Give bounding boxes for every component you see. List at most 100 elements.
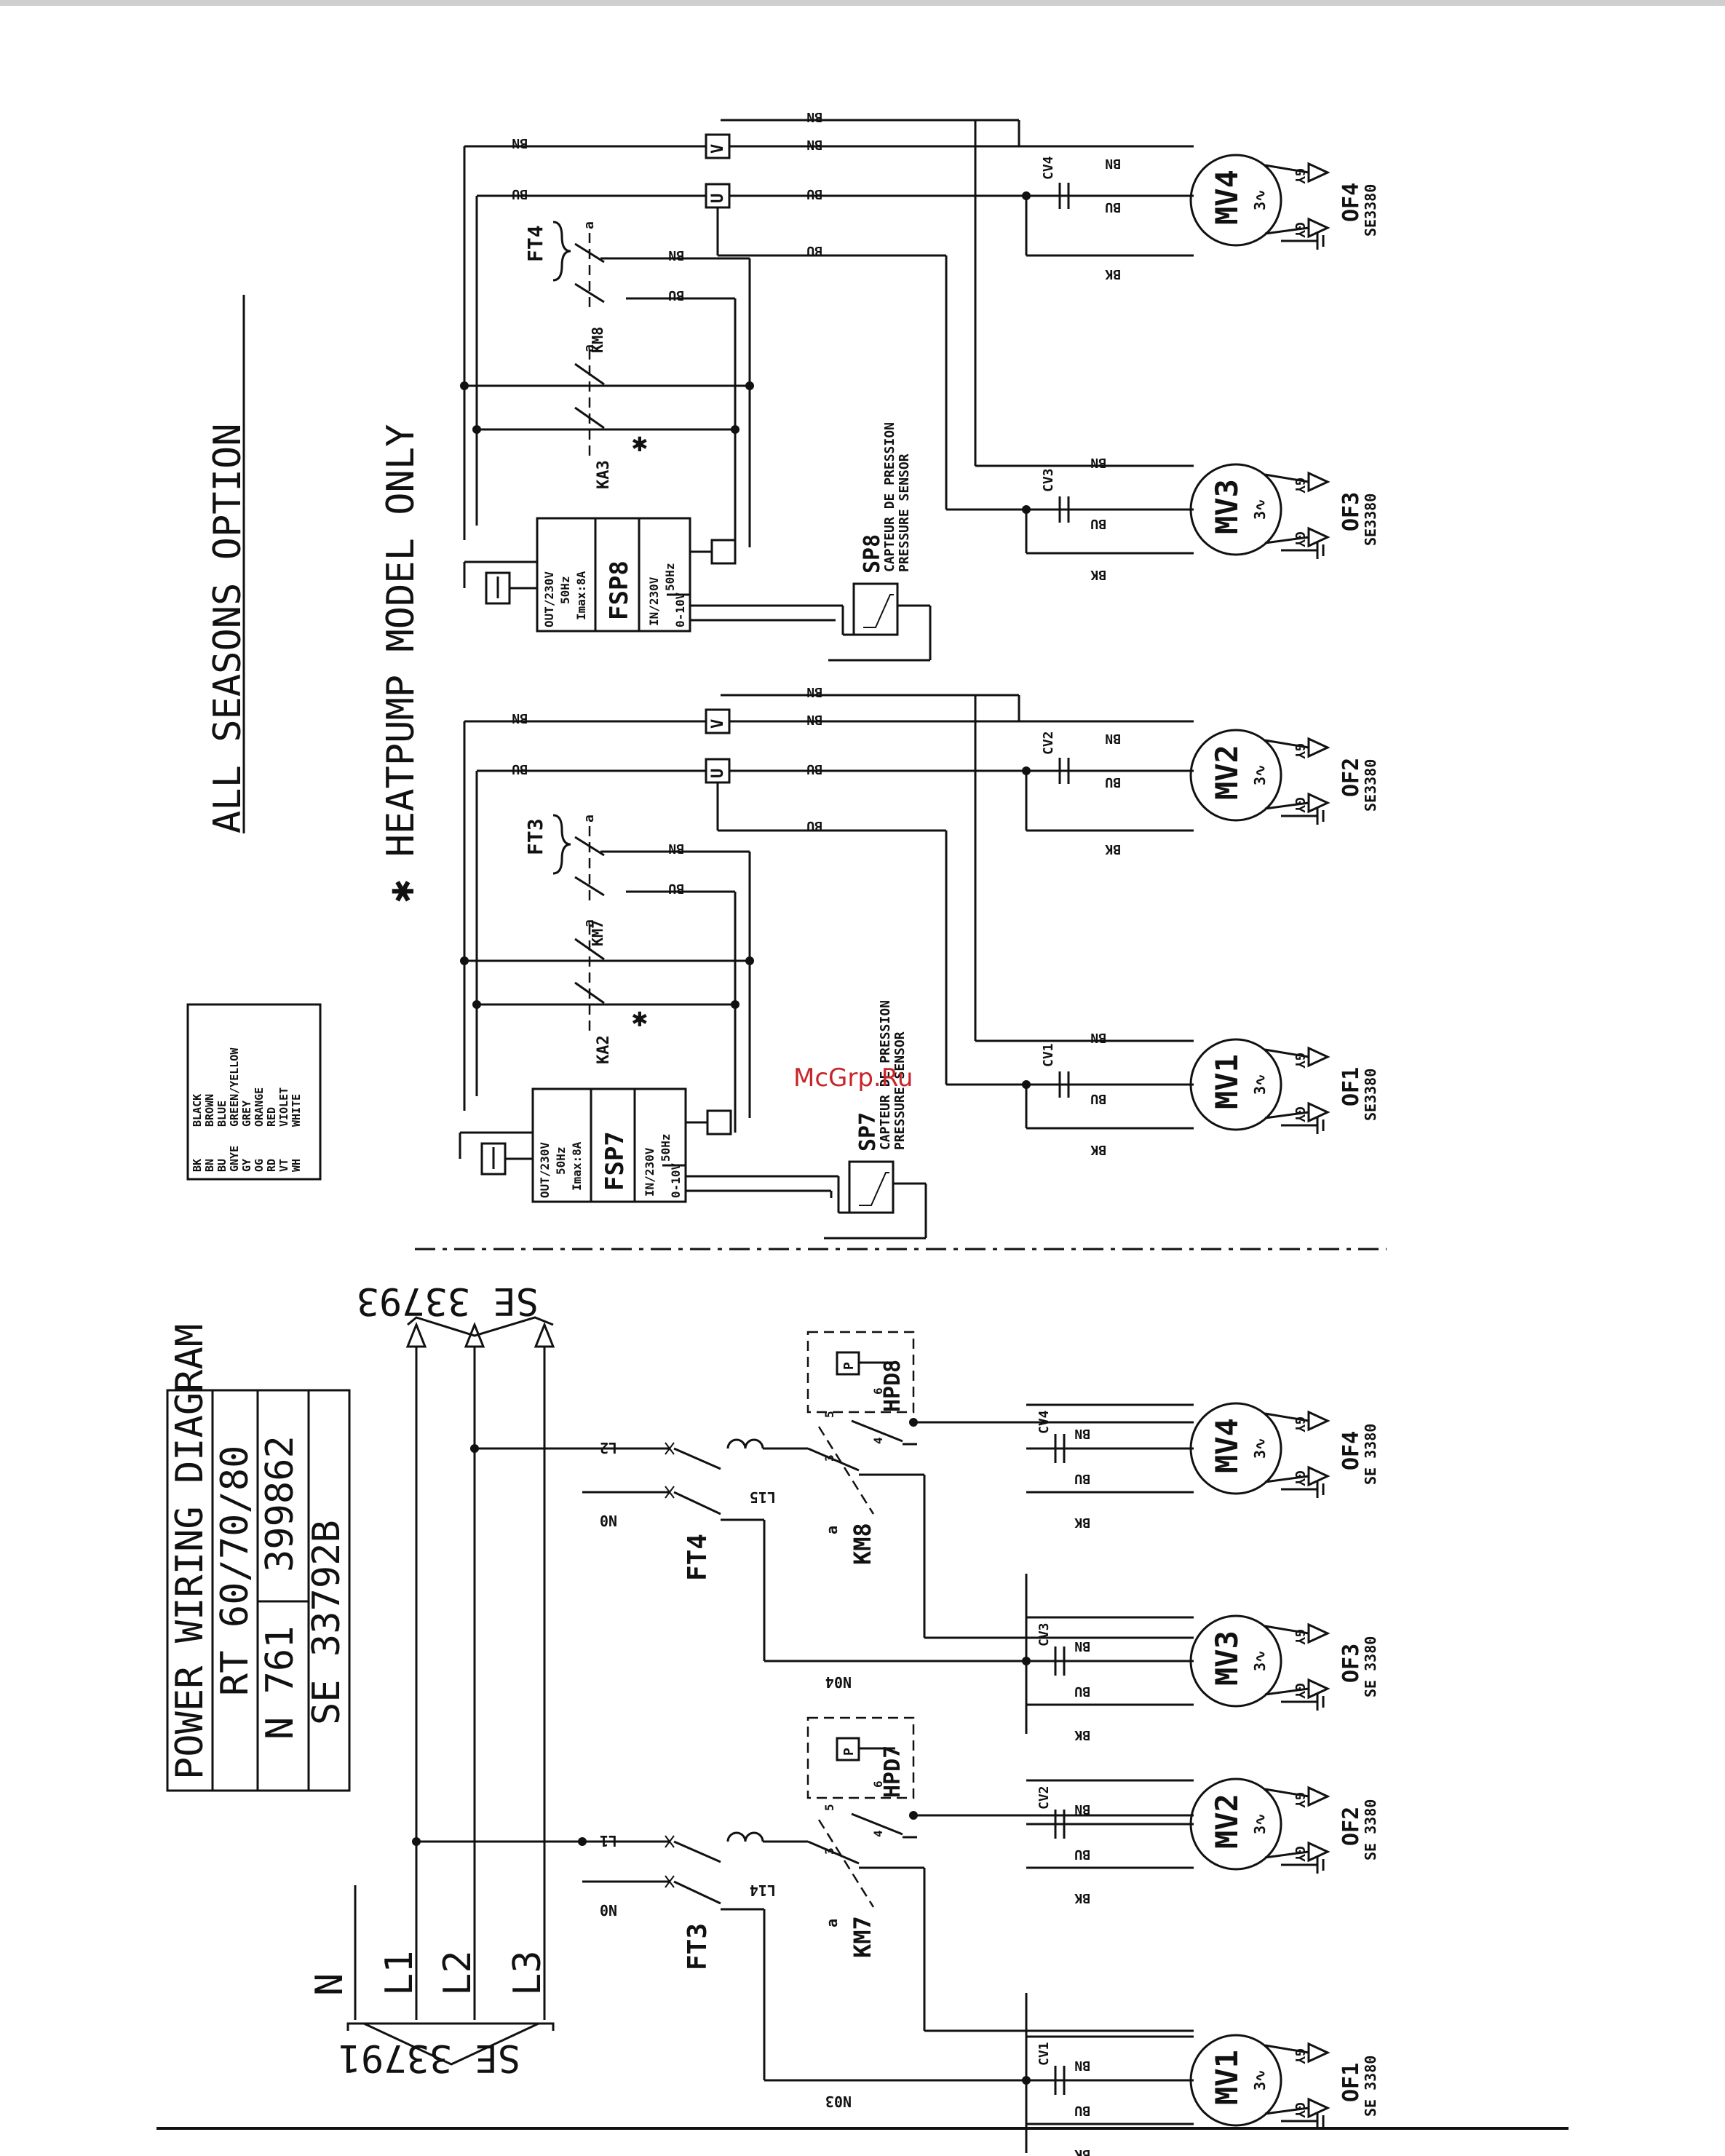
wire-colour-label: BN bbox=[806, 684, 822, 699]
contact-a-label-group: a bbox=[582, 344, 597, 352]
terminal-u-label-group: U bbox=[709, 194, 727, 203]
wire-colour-label-group: BN bbox=[806, 109, 822, 124]
legend-colour-name: GREY bbox=[240, 1101, 253, 1127]
arrow-head bbox=[1307, 2042, 1331, 2064]
overload-label-group: OF1 bbox=[1339, 2063, 1364, 2102]
contactor-label-group: KM7 bbox=[589, 920, 606, 946]
line-label: L2 bbox=[600, 1439, 617, 1457]
wire-colour-label-group: BN bbox=[806, 712, 822, 727]
terminal-number: 3 bbox=[822, 1847, 836, 1855]
heatpump-note-group: ✱ HEATPUMP MODEL ONLY bbox=[379, 424, 423, 903]
legend-colour-name-group: GREY bbox=[240, 1101, 253, 1127]
fsp-hz-label-group: 50Hz bbox=[554, 1146, 568, 1175]
wire-colour-label: BK bbox=[1105, 841, 1121, 857]
terminal-number-group: 5 bbox=[822, 1804, 836, 1811]
wire-colour-label-group: BU bbox=[1105, 774, 1121, 790]
contact-a-label: a bbox=[823, 1919, 841, 1927]
gy-label-group: GY bbox=[1292, 1792, 1307, 1808]
wire-colour-label-group: BN bbox=[1105, 156, 1121, 171]
motor-phase-label-group: 3∿ bbox=[1251, 1074, 1269, 1095]
wire bbox=[1264, 1625, 1309, 1635]
wire bbox=[1264, 2044, 1309, 2054]
gy-label-group: GY bbox=[1292, 1683, 1307, 1699]
wire-colour-label-group: BN bbox=[1074, 1802, 1090, 1817]
coil-label: L14 bbox=[750, 1882, 776, 1899]
junction-dot bbox=[745, 956, 754, 965]
gy-label-group: GY bbox=[1292, 1106, 1307, 1122]
hpd-label: HPD7 bbox=[880, 1745, 905, 1798]
fsp-out-label-group: OUT/230V bbox=[542, 571, 556, 627]
ft-brace bbox=[552, 221, 571, 282]
n0-label: N0 bbox=[600, 1512, 617, 1529]
title-line1: POWER WIRING DIAGRAM bbox=[168, 1324, 212, 1780]
capacitor-label-group: CV1 bbox=[1036, 2042, 1052, 2066]
junction-dot bbox=[731, 1000, 739, 1009]
legend-code-group: BN bbox=[203, 1159, 216, 1172]
ft-contact bbox=[673, 1447, 721, 1470]
fsp-hz-label: 50Hz bbox=[558, 576, 572, 604]
heatpump-star: ✱ bbox=[632, 428, 648, 458]
arrow-head bbox=[1307, 2097, 1331, 2119]
wire-colour-label: BU bbox=[668, 881, 684, 896]
wire-colour-label: BK bbox=[1090, 567, 1106, 582]
wire bbox=[1264, 1475, 1309, 1483]
thermal-relay-label: FT3 bbox=[523, 818, 547, 855]
legend-code: GY bbox=[240, 1159, 253, 1172]
terminal-number: 6 bbox=[871, 1780, 885, 1788]
wire-colour-label-group: BU bbox=[806, 243, 822, 258]
pressure-sensor-label: SP7 bbox=[855, 1112, 881, 1152]
title-part-number: 399862 bbox=[258, 1435, 302, 1572]
wire bbox=[1264, 164, 1309, 174]
wire-colour-label-group: BN bbox=[1074, 2058, 1090, 2073]
contact-a-label: a bbox=[823, 1526, 841, 1534]
mechanical-link bbox=[817, 1819, 875, 1908]
legend-code: VT bbox=[277, 1159, 290, 1172]
legend-code-group: OG bbox=[253, 1159, 266, 1172]
schema-ref-label-group: SE3380 bbox=[1362, 494, 1379, 546]
legend-code: BK bbox=[191, 1159, 204, 1172]
arrow-head bbox=[1307, 1101, 1331, 1123]
coil-symbol bbox=[726, 1438, 764, 1449]
wire-colour-label: BU bbox=[1074, 1684, 1090, 1699]
gy-label: GY bbox=[1292, 1792, 1307, 1808]
gy-label-group: GY bbox=[1292, 1846, 1307, 1862]
wire-colour-label-group: BU bbox=[668, 881, 684, 896]
thermal-relay-label: FT4 bbox=[683, 1534, 713, 1581]
wire-colour-label: BK bbox=[1074, 1890, 1090, 1906]
motor-phase-label: 3∿ bbox=[1251, 2069, 1269, 2090]
wire-colour-label-group: BU bbox=[1105, 199, 1121, 215]
contactor-label: KM7 bbox=[589, 920, 606, 946]
earth-terminal bbox=[710, 539, 737, 565]
fsp-hz-label: 50Hz bbox=[659, 1133, 673, 1162]
capacitor-label: CV3 bbox=[1036, 1622, 1052, 1646]
motor-phase-label-group: 3∿ bbox=[1251, 1813, 1269, 1834]
capacitor-label: CV1 bbox=[1041, 1043, 1056, 1067]
fsp-control-label: 0-10V bbox=[673, 592, 687, 627]
legend-colour-name-group: WHITE bbox=[290, 1094, 303, 1127]
coil-label-group: L14 bbox=[750, 1882, 776, 1899]
pressure-symbol: P bbox=[841, 1748, 857, 1756]
terminal-v-label-group: V bbox=[709, 144, 727, 154]
overload-label: OF3 bbox=[1339, 1644, 1364, 1683]
schema-ref-label: SE3380 bbox=[1362, 1069, 1379, 1121]
legend-code-group: GNYE bbox=[228, 1146, 241, 1172]
wire bbox=[1264, 2107, 1309, 2115]
fsp-in-label: IN/230V bbox=[647, 576, 661, 626]
fsp-label-group: FSP7 bbox=[600, 1131, 630, 1191]
wire-colour-label: BN bbox=[806, 137, 822, 152]
wire-colour-label: BN bbox=[668, 841, 684, 856]
heatpump-star-group: ✱ bbox=[632, 1003, 648, 1033]
legend-colour-name: VIOLET bbox=[277, 1087, 290, 1127]
fan-speed-controller bbox=[536, 517, 691, 633]
motor-label: MV4 bbox=[1209, 1418, 1245, 1473]
line-label: L1 bbox=[600, 1832, 617, 1850]
earth-terminal bbox=[706, 1109, 732, 1136]
sensor-name-en: PRESSURE SENSOR bbox=[897, 453, 912, 572]
wire-colour-label-group: BK bbox=[1105, 266, 1121, 282]
lower-power-section bbox=[346, 1316, 587, 2066]
wire-colour-label: BN bbox=[668, 247, 684, 263]
schema-ref-label-group: SE 3380 bbox=[1362, 1799, 1379, 1860]
contact-a-label: a bbox=[582, 815, 597, 823]
wire-colour-label: BK bbox=[1105, 266, 1121, 282]
terminal-u-label: U bbox=[709, 769, 727, 778]
